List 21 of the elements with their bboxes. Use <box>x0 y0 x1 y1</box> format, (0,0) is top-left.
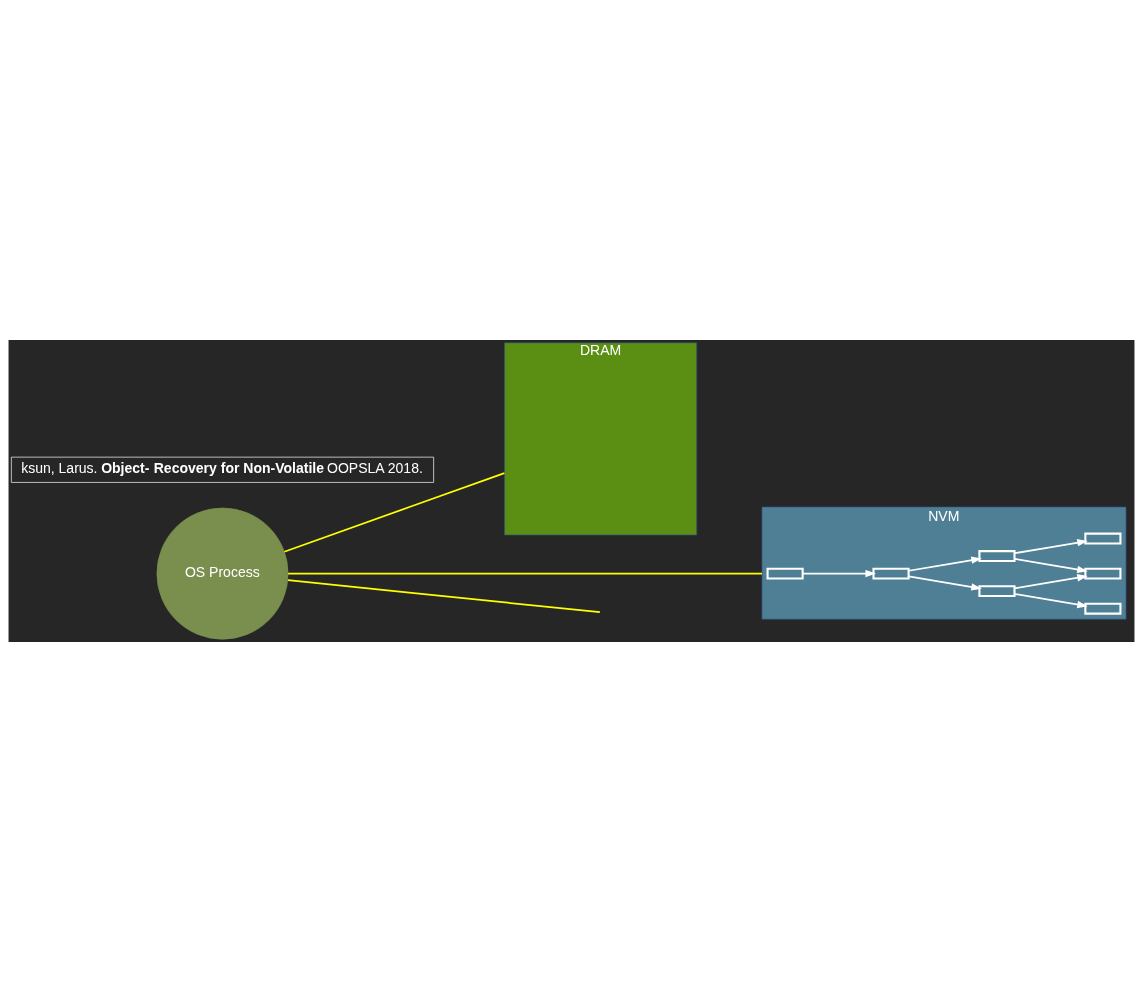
node-circle: OS Process <box>156 507 289 640</box>
connector <box>287 578 601 613</box>
node-box <box>978 549 1016 562</box>
node-box: DRAM <box>504 341 698 535</box>
connector <box>287 572 763 574</box>
cluster: NVM <box>761 506 1127 620</box>
node-box <box>766 567 804 580</box>
arrow <box>907 556 982 572</box>
arrow <box>1013 538 1088 554</box>
node-box <box>1084 567 1122 580</box>
connector <box>283 471 506 553</box>
arrow <box>1013 592 1088 608</box>
node-box <box>872 567 910 580</box>
arrow <box>1013 573 1088 589</box>
arrow <box>801 569 876 577</box>
node-box <box>1084 532 1122 544</box>
node-box <box>978 584 1016 597</box>
node-box <box>1084 602 1122 615</box>
arrow <box>907 575 982 591</box>
node-box: ksun, Larus. Object- Recovery for Non-Volatile OOPSLA 2018. <box>11 456 434 483</box>
arrow <box>1013 557 1088 573</box>
